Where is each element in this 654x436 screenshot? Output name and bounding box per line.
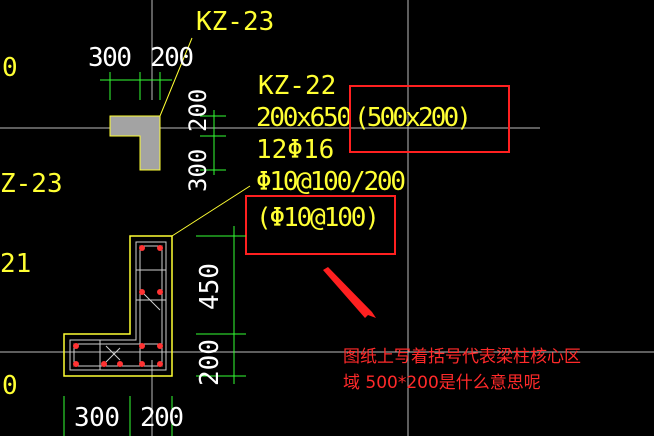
question-note-line1: 图纸上写着括号代表梁柱核心区 — [343, 347, 581, 367]
rebar-dot — [157, 289, 163, 295]
rebar-dot — [139, 343, 145, 349]
label-left-0-bottom: 0 — [2, 371, 18, 401]
rebar-dot — [157, 245, 163, 251]
leader-kz23 — [159, 37, 193, 117]
rebar-dot — [157, 361, 163, 367]
label-kz22: KZ-22 — [258, 71, 336, 101]
stirrup-outer — [69, 241, 167, 371]
rebar-dot — [139, 245, 145, 251]
dimension-bottom: 300 200 — [63, 396, 184, 436]
column-detail-section — [63, 235, 173, 377]
dimension-right-small: 200 300 — [184, 89, 226, 192]
dim-label-vertical-450: 450 — [195, 263, 225, 310]
column-outline — [63, 235, 173, 377]
highlight-box-stirrup — [245, 195, 396, 255]
dim-label-bottom-300: 300 — [74, 403, 120, 433]
dim-label-side-300: 300 — [184, 149, 212, 192]
rebar-dot — [139, 361, 145, 367]
left-edge-labels: Z-23 21 0 0 — [0, 53, 63, 401]
arrow-shape — [323, 267, 376, 318]
question-note: 图纸上写着括号代表梁柱核心区 域 500*200是什么意思呢 — [343, 344, 643, 396]
dimension-vertical: 450 200 — [195, 226, 246, 386]
hook-3 — [105, 347, 121, 363]
label-size: 200x650 — [256, 103, 352, 133]
rebar-dot — [157, 343, 163, 349]
rebar-dot — [73, 361, 79, 367]
dim-label-vertical-200: 200 — [195, 339, 225, 386]
highlight-box-size — [349, 85, 510, 153]
label-kz23-top: KZ-23 — [196, 7, 274, 37]
question-note-line2: 域 500*200是什么意思呢 — [343, 373, 541, 393]
rebar-dot — [139, 289, 145, 295]
leader-lines — [159, 37, 251, 237]
label-rebar-main: 12Φ16 — [256, 135, 334, 165]
red-arrow-icon — [323, 267, 376, 318]
dim-label-side-200: 200 — [184, 89, 212, 132]
label-size-boxed: (500x200) — [354, 103, 472, 133]
label-kz23-left: Z-23 — [0, 169, 63, 199]
rebar-dot — [117, 361, 123, 367]
label-stirrup-boxed: (Φ10@100) — [256, 203, 380, 233]
rebar-dot — [73, 343, 79, 349]
label-left-21: 21 — [0, 249, 31, 279]
hook-2 — [105, 345, 121, 361]
rebar-dot — [101, 361, 107, 367]
tie-lines — [99, 269, 166, 370]
dim-label-bottom-200: 200 — [140, 403, 184, 433]
rebar-dots — [73, 245, 163, 367]
dim-label-top-200: 200 — [150, 43, 194, 73]
label-stirrup: Φ10@100/200 — [256, 167, 406, 197]
label-left-0-top: 0 — [2, 53, 18, 83]
column-annotation: KZ-23 KZ-22 200x650 (500x200) 12Φ16 Φ10@… — [196, 7, 472, 233]
dimension-top: 300 200 — [88, 43, 194, 100]
leader-kz22-detail — [171, 185, 251, 237]
dim-label-top-300: 300 — [88, 43, 132, 73]
